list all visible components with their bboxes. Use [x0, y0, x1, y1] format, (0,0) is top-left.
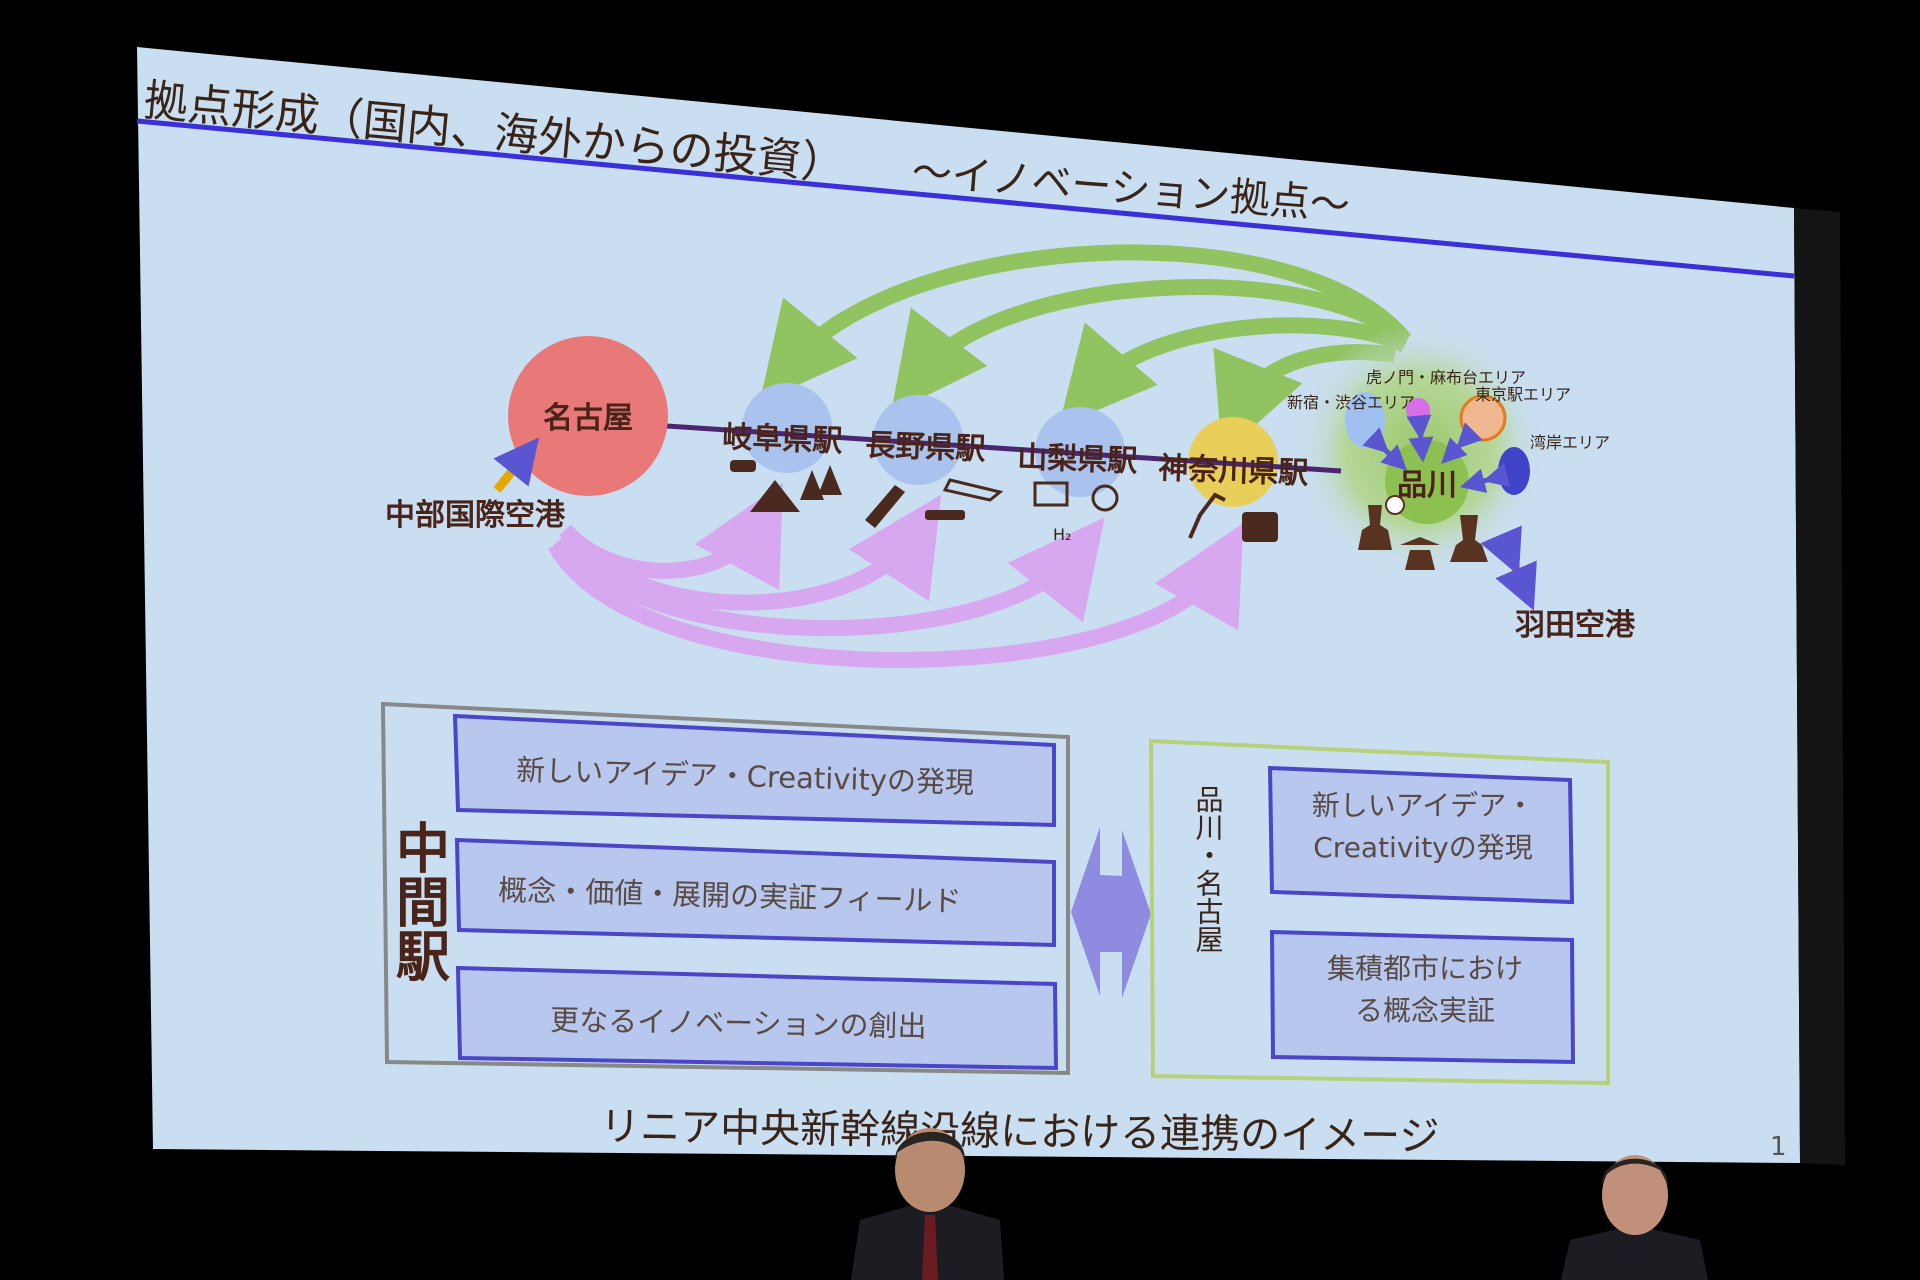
solar-panel-icon — [1033, 481, 1069, 507]
intermediate-label: 中間駅 — [387, 820, 450, 982]
gifu-circle — [742, 383, 832, 473]
presenter-left — [851, 1128, 1004, 1280]
haneda-airport-arrow-icon — [1480, 525, 1537, 611]
shinagawa-nagoya-item-text: 新しいアイデア・Creativityの発現 — [1311, 789, 1535, 864]
intermediate-item — [455, 965, 1059, 1071]
chubu-airport-label: 中部国際空港 — [385, 498, 566, 533]
purple-arrow-nagano — [559, 494, 942, 611]
area-label-tokyo: 東京駅エリア — [1475, 385, 1571, 404]
station-label-yamanashi: 山梨県駅 — [1017, 440, 1138, 479]
intermediate-item-text: 更なるイノベーションの創出 — [550, 1003, 927, 1044]
slide-caption: リニア中央新幹線沿線における連携のイメージ — [600, 1104, 1440, 1160]
businessman-icon — [1358, 505, 1392, 550]
intermediate-item — [452, 713, 1056, 828]
shinagawa-nagoya-item-text: 集積都市における概念実証 — [1326, 952, 1523, 1027]
kanagawa-icons — [1188, 492, 1278, 542]
intermediate-item — [454, 837, 1056, 948]
nagoya-circle — [508, 336, 668, 496]
tree-icon — [800, 465, 842, 500]
shinagawa-nagoya-item — [1267, 765, 1575, 905]
speech-bubble-icon — [1385, 495, 1405, 515]
page-number: 1 — [1770, 1132, 1787, 1162]
graduate-icon — [1400, 537, 1440, 570]
bay-area — [1498, 447, 1530, 495]
shinagawa-nagoya-item-text-wrap: 新しいアイデア・Creativityの発現 — [1311, 789, 1535, 864]
shinagawa-nagoya-panel — [1148, 738, 1610, 1086]
title-rule — [136, 118, 1795, 279]
airplane-icon — [942, 478, 1004, 502]
scientist-icon — [1091, 484, 1119, 512]
area-label-bay: 湾岸エリア — [1530, 433, 1610, 452]
purple-arrow-yamanashi — [553, 517, 1105, 637]
station-label-kanagawa: 神奈川県駅 — [1158, 451, 1309, 491]
intermediate-panel — [380, 701, 1070, 1076]
mountain-icon — [750, 480, 800, 512]
gifu-icons — [730, 460, 842, 512]
station-label-nagano: 長野県駅 — [865, 428, 986, 467]
area-arrows — [1362, 414, 1511, 493]
chubu-airport-arrow-icon — [493, 437, 540, 493]
bidirectional-arrow-icon — [1071, 827, 1151, 998]
linear-line — [666, 423, 1342, 474]
shinagawa-nagoya-label: 品川・名古屋 — [1192, 785, 1225, 953]
purple-arrows — [547, 482, 1244, 669]
nagano-circle — [873, 395, 963, 485]
professor-icon — [1450, 515, 1488, 562]
h2-label: H₂ — [1053, 525, 1071, 544]
station-label-gifu: 岐阜県駅 — [722, 420, 843, 459]
shinagawa-label: 品川 — [1397, 468, 1457, 503]
nagoya-label: 名古屋 — [543, 401, 633, 436]
shinagawa-nagoya-item-text-wrap: 集積都市における概念実証 — [1326, 952, 1523, 1027]
area-label-toranomon: 虎ノ門・麻布台エリア — [1366, 368, 1526, 387]
area-label-shinjuku: 新宿・渋谷エリア — [1287, 393, 1415, 412]
purple-arrow-kanagawa — [547, 523, 1244, 669]
robot-icon — [1242, 512, 1278, 542]
screen-shadow — [1794, 208, 1845, 1165]
shinagawa-nagoya-item — [1269, 929, 1576, 1065]
nagano-icons — [865, 478, 1004, 528]
green-arrow-gifu — [759, 244, 1412, 403]
rocket-icon — [865, 485, 905, 528]
drone-icon — [925, 510, 965, 520]
intermediate-items: 新しいアイデア・Creativityの発現 概念・価値・展開の実証フィールド 更… — [452, 713, 1059, 1071]
green-arrow-nagano — [890, 279, 1411, 414]
robot-arm-icon — [1188, 492, 1226, 539]
presenter-right — [1561, 1155, 1708, 1280]
haneda-airport-label: 羽田空港 — [1515, 608, 1636, 643]
yamanashi-icons: H₂ — [1033, 481, 1119, 544]
car-icon — [730, 460, 756, 472]
green-arrow-yamanashi — [1058, 317, 1409, 427]
people-icons — [1358, 495, 1488, 570]
